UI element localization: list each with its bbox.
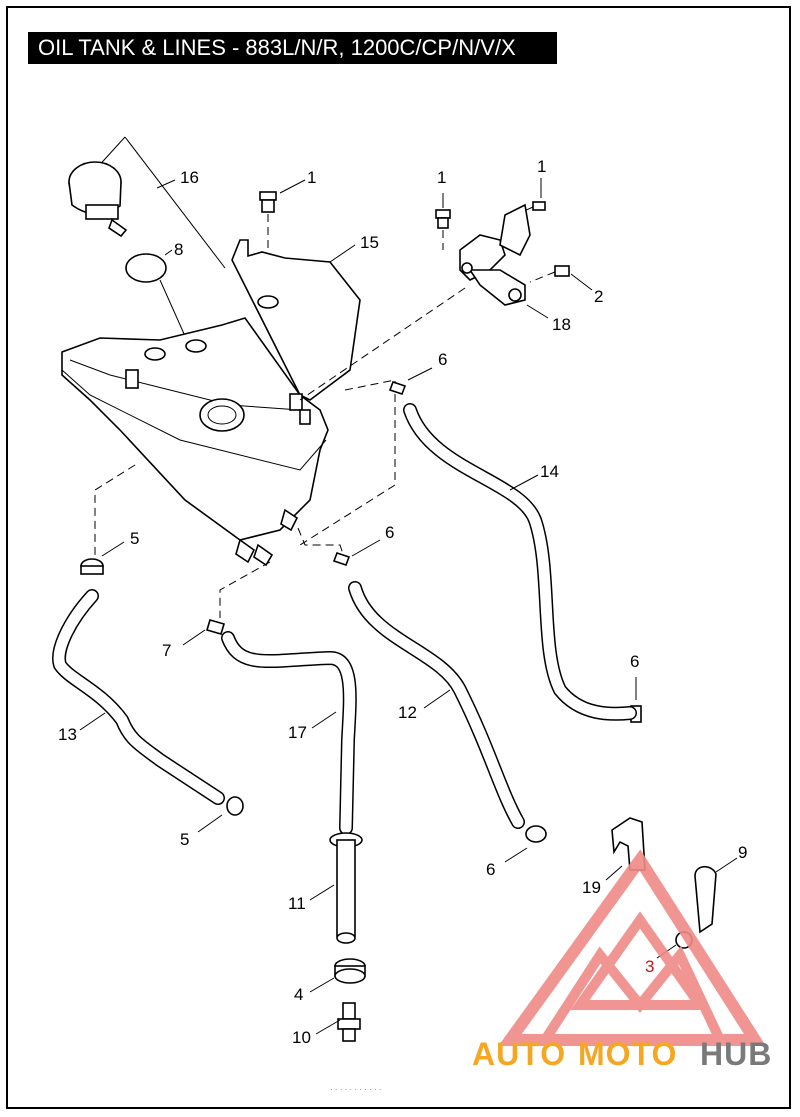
page-title: OIL TANK & LINES - 883L/N/R, 1200C/CP/N/… <box>28 32 557 64</box>
callout-labels: 16 1 1 1 15 8 2 18 6 14 5 6 7 6 13 17 12… <box>58 157 747 1047</box>
callout-17: 17 <box>288 723 307 742</box>
hose-part-12 <box>348 581 525 829</box>
footer-note: · · · · · · · · · · · <box>330 1085 382 1094</box>
callout-18: 18 <box>552 315 571 334</box>
fitting-part-10 <box>337 1002 361 1042</box>
callout-11: 11 <box>288 894 306 913</box>
callout-6-right: 6 <box>630 652 639 671</box>
callout-15: 15 <box>360 233 379 252</box>
hose-clamp-part-4 <box>334 958 366 984</box>
automotohub-wordmark: AUTO MOTO HUB <box>472 1036 772 1072</box>
hose-part-13 <box>52 589 225 805</box>
leader-lines <box>79 178 738 1035</box>
fitting-part-7 <box>206 619 225 635</box>
callout-16: 16 <box>180 168 199 187</box>
callout-3: 3 <box>645 957 654 976</box>
callout-7: 7 <box>162 641 171 660</box>
fitting-part-6-b <box>332 551 351 567</box>
o-ring-part-8 <box>125 253 167 283</box>
hose-part-14 <box>403 403 637 721</box>
fitting-part-6-a <box>388 380 407 396</box>
clamp-part-5-a <box>80 558 104 575</box>
clamp-part-5-b <box>226 796 244 816</box>
mount-bracket-part-18 <box>299 201 570 401</box>
clamp-part-6-d <box>525 825 547 843</box>
callout-1-tank: 1 <box>307 168 316 187</box>
callout-8: 8 <box>174 240 183 259</box>
callout-1-bracket-left: 1 <box>437 168 446 187</box>
callout-10: 10 <box>292 1028 311 1047</box>
watermark-hub: HUB <box>700 1036 772 1072</box>
callout-12: 12 <box>398 703 417 722</box>
callout-5-lower: 5 <box>180 830 189 849</box>
callout-1-bracket-right: 1 <box>537 157 546 176</box>
callout-19: 19 <box>582 878 601 897</box>
callout-13: 13 <box>58 725 77 744</box>
hose-part-17 <box>221 631 357 835</box>
automotohub-logo <box>498 849 766 1046</box>
tube-part-11 <box>329 832 363 944</box>
callout-6-upper: 6 <box>438 350 447 369</box>
watermark-moto: MOTO <box>578 1036 677 1072</box>
callout-2: 2 <box>594 287 603 306</box>
callout-6-lower: 6 <box>486 860 495 879</box>
callout-6-middle: 6 <box>385 523 394 542</box>
connection-dashes <box>94 379 396 618</box>
diagram-frame <box>6 6 791 1109</box>
callout-4: 4 <box>294 985 303 1004</box>
callout-9: 9 <box>738 843 747 862</box>
oil-tank-part-15 <box>61 239 361 567</box>
watermark-auto: AUTO <box>472 1036 566 1072</box>
strap-part-9 <box>694 865 717 934</box>
callout-5-upper: 5 <box>130 529 139 548</box>
oil-cap-part-16 <box>68 136 226 269</box>
callout-14: 14 <box>540 462 559 481</box>
